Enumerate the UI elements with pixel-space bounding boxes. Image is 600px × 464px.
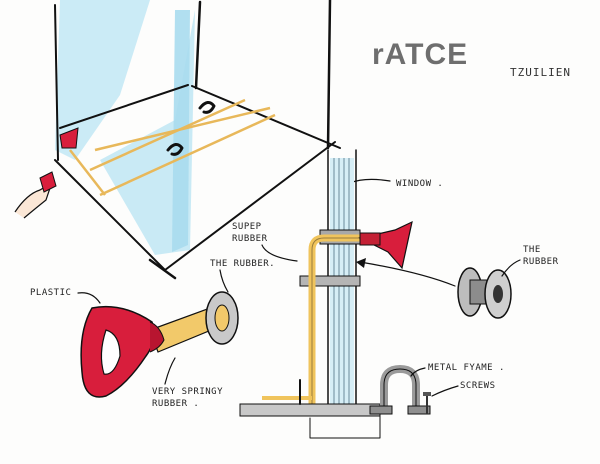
label-super-rubber-line2: RUBBER — [232, 234, 268, 244]
frame-back-post — [194, 0, 202, 90]
sketch-title: rATCE — [372, 38, 468, 71]
plastic-handle-sketch — [80, 291, 239, 398]
label-super-rubber-line1: SUPEP — [232, 222, 262, 232]
plastic-leader — [77, 292, 101, 304]
metal-frame-sketch — [369, 364, 431, 415]
screws-leader — [431, 385, 459, 397]
springy-leader — [164, 357, 176, 385]
label-the-rubber-top: THE RUBBER. — [210, 259, 275, 269]
frame-foot-left — [369, 405, 393, 415]
rubber-cord-3 — [99, 113, 276, 197]
the-rubber-top-leader — [219, 269, 229, 293]
rubber-cord-4 — [69, 149, 106, 196]
yellow-rubber-tube-outline — [311, 237, 360, 410]
arrow-head — [356, 258, 366, 268]
clamp-block-bottom — [299, 275, 361, 287]
handle-neck — [149, 321, 165, 353]
frame-corner-mark — [148, 258, 177, 280]
metal-frame-arch-outline — [383, 368, 417, 410]
label-plastic: PLASTIC — [30, 288, 71, 298]
shower-frame-sketch — [14, 0, 341, 280]
label-metal-frame: METAL FYAME . — [428, 363, 505, 373]
glass-pane-left — [55, 0, 150, 160]
frame-right-top — [191, 85, 341, 149]
label-window: WINDOW . — [396, 179, 443, 189]
frame-right-post — [326, 0, 332, 150]
red-handle-neck — [359, 232, 381, 246]
metal-frame-leader — [410, 367, 426, 377]
rubber-cord-2 — [89, 98, 246, 172]
rubber-wheel-sketch — [457, 267, 512, 319]
frame-foot-right — [407, 405, 431, 415]
arrow-to-rubber-wheel — [359, 261, 456, 287]
label-very-springy-line2: RUBBER . — [152, 399, 199, 409]
label-very-springy-line1: VERY SPRINGY — [152, 387, 223, 397]
window-cross-section — [239, 149, 456, 439]
wheel-center-hole — [493, 285, 503, 303]
frame-left-post — [54, 4, 59, 161]
handle-grip-hole — [100, 329, 121, 375]
author-signature: TZUILIEN — [510, 66, 571, 79]
glass-pane-front — [100, 10, 195, 255]
super-rubber-leader — [261, 244, 298, 262]
ring-inner — [214, 304, 230, 332]
label-the-rubber-right-line1: THE — [523, 245, 541, 255]
glass-pane-edge — [172, 10, 190, 252]
frame-front-edge — [54, 159, 166, 271]
screw-head — [423, 392, 431, 396]
hook-2 — [166, 143, 184, 156]
red-t-handle — [358, 220, 413, 270]
base-leader-bracket — [309, 414, 381, 439]
frame-back-top — [59, 84, 189, 129]
the-rubber-right-leader — [501, 259, 521, 277]
hook-1 — [198, 101, 216, 114]
yellow-rubber-tube — [308, 234, 360, 410]
label-the-rubber-right-line2: RUBBER — [523, 257, 559, 267]
base-plate — [239, 403, 381, 417]
red-handle-small — [59, 127, 79, 149]
frame-front-bottom — [164, 141, 336, 271]
label-screws: SCREWS — [460, 381, 496, 391]
red-handle-grip — [39, 171, 57, 193]
